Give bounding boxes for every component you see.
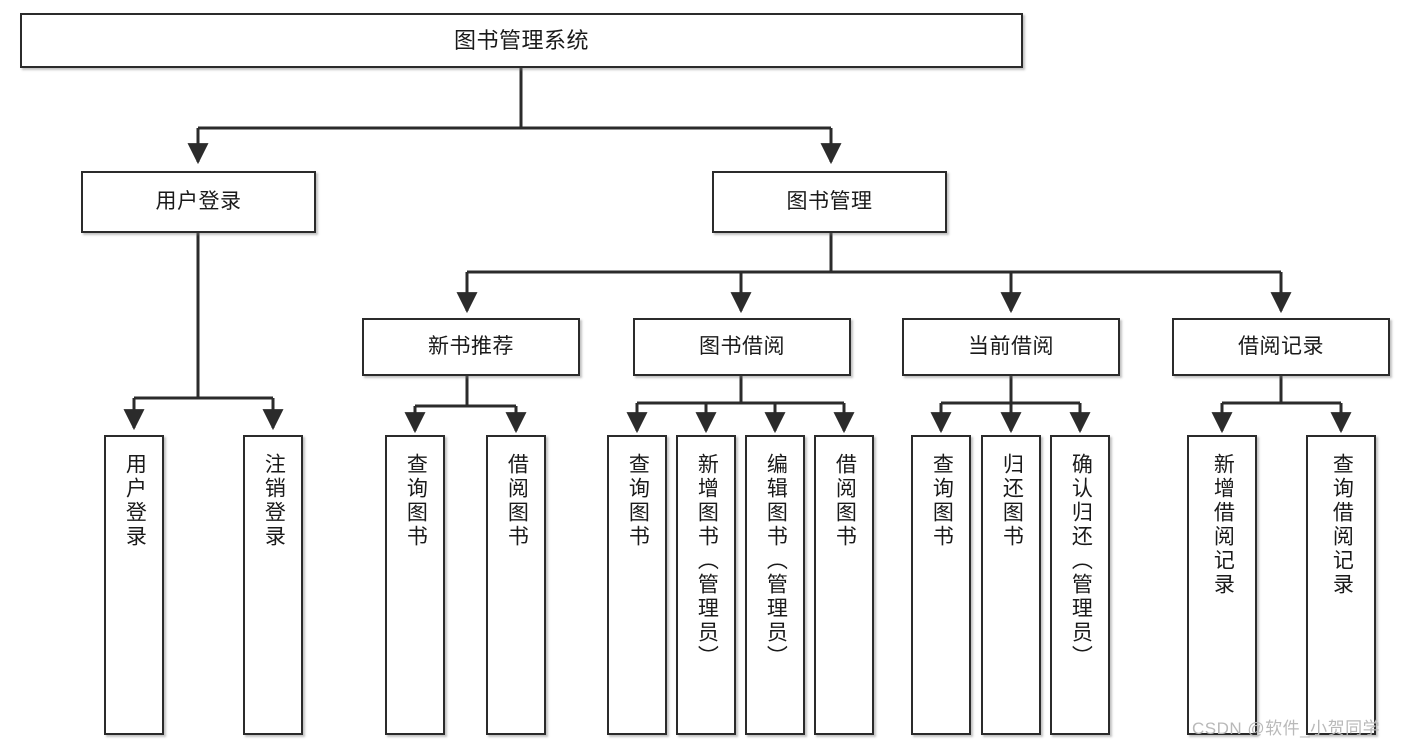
node-label: 注销登录 xyxy=(262,453,286,549)
node-book-management[interactable]: 图书管理 xyxy=(712,171,947,233)
node-leaf-user-login[interactable]: 用户登录 xyxy=(104,435,164,735)
node-leaf-return-book[interactable]: 归还图书 xyxy=(981,435,1041,735)
node-new-book-recommend[interactable]: 新书推荐 xyxy=(362,318,580,376)
node-label: 当前借阅 xyxy=(968,334,1054,358)
node-label: 用户登录 xyxy=(123,453,147,549)
node-label: 借阅图书 xyxy=(505,453,529,549)
node-label: 借阅记录 xyxy=(1238,334,1324,358)
node-leaf-query-book-borrow[interactable]: 查询图书 xyxy=(607,435,667,735)
node-leaf-add-book-admin[interactable]: 新增图书（管理员） xyxy=(676,435,736,735)
node-root-system[interactable]: 图书管理系统 xyxy=(20,13,1023,68)
node-label: 确认归还（管理员） xyxy=(1069,453,1093,669)
node-label: 新书推荐 xyxy=(428,334,514,358)
node-leaf-add-borrow-record[interactable]: 新增借阅记录 xyxy=(1187,435,1257,735)
node-label: 用户登录 xyxy=(155,189,242,213)
node-leaf-borrow-book[interactable]: 借阅图书 xyxy=(814,435,874,735)
node-book-borrow[interactable]: 图书借阅 xyxy=(633,318,851,376)
node-label: 图书借阅 xyxy=(699,334,785,358)
node-leaf-borrow-book-recommend[interactable]: 借阅图书 xyxy=(486,435,546,735)
node-current-borrow[interactable]: 当前借阅 xyxy=(902,318,1120,376)
node-label: 查询借阅记录 xyxy=(1330,453,1354,597)
node-label: 查询图书 xyxy=(626,453,650,549)
node-label: 借阅图书 xyxy=(833,453,857,549)
csdn-watermark: CSDN @软件_小贺同学 xyxy=(1192,719,1381,738)
node-leaf-query-book-current[interactable]: 查询图书 xyxy=(911,435,971,735)
node-user-login[interactable]: 用户登录 xyxy=(81,171,316,233)
node-leaf-confirm-return-admin[interactable]: 确认归还（管理员） xyxy=(1050,435,1110,735)
node-label: 图书管理系统 xyxy=(453,27,589,53)
node-label: 编辑图书（管理员） xyxy=(764,453,788,669)
node-leaf-query-book-recommend[interactable]: 查询图书 xyxy=(385,435,445,735)
node-label: 新增图书（管理员） xyxy=(695,453,719,669)
node-label: 查询图书 xyxy=(404,453,428,549)
node-leaf-logout[interactable]: 注销登录 xyxy=(243,435,303,735)
node-label: 归还图书 xyxy=(1000,453,1024,549)
node-label: 图书管理 xyxy=(786,189,873,213)
node-borrow-record[interactable]: 借阅记录 xyxy=(1172,318,1390,376)
node-leaf-query-borrow-record[interactable]: 查询借阅记录 xyxy=(1306,435,1376,735)
node-label: 查询图书 xyxy=(930,453,954,549)
node-label: 新增借阅记录 xyxy=(1211,453,1235,597)
node-leaf-edit-book-admin[interactable]: 编辑图书（管理员） xyxy=(745,435,805,735)
